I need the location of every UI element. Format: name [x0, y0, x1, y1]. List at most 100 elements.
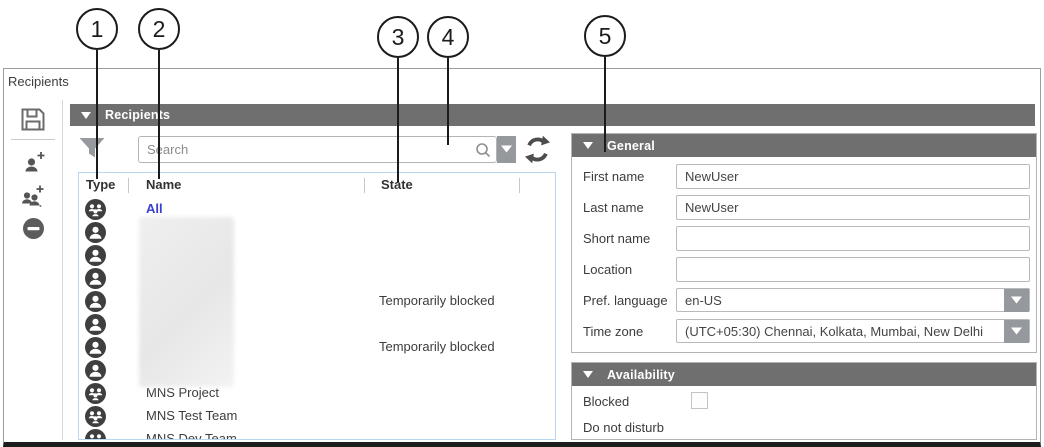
redacted-names-region	[139, 217, 234, 387]
availability-panel-header[interactable]: Availability	[572, 363, 1036, 386]
search-area	[138, 136, 516, 163]
list-item[interactable]	[79, 221, 555, 244]
availability-panel: Availability Blocked Do not disturb	[571, 362, 1037, 440]
block-button[interactable]	[22, 217, 45, 245]
callout-line-1	[96, 50, 98, 179]
field-label: Time zone	[583, 324, 644, 339]
person-icon	[85, 268, 106, 289]
search-icon	[475, 142, 492, 164]
person-icon	[85, 314, 106, 335]
field-input-box[interactable]	[676, 257, 1030, 282]
toolbar-divider	[11, 139, 55, 140]
form-field-row: Time zone	[572, 319, 1036, 345]
recipient-name: All	[146, 201, 163, 216]
field-dropdown-button[interactable]	[1004, 289, 1029, 312]
list-item[interactable]: All	[79, 198, 555, 221]
blocked-label: Blocked	[583, 394, 630, 409]
list-item[interactable]	[79, 359, 555, 382]
add-user-button[interactable]	[22, 150, 47, 180]
field-dropdown-button[interactable]	[1004, 320, 1029, 343]
field-input-box[interactable]	[676, 288, 1030, 312]
recipient-name: MNS Test Team	[146, 408, 238, 423]
window-title: Recipients	[8, 74, 69, 89]
add-user-icon	[22, 152, 47, 179]
field-input[interactable]	[685, 228, 995, 249]
column-separator	[128, 178, 129, 193]
field-input[interactable]	[685, 197, 995, 218]
field-input-box[interactable]	[676, 319, 1030, 343]
add-group-icon	[19, 185, 48, 213]
recipients-table: Type Name State All	[78, 172, 556, 440]
field-label: Pref. language	[583, 293, 668, 308]
field-input-box[interactable]	[676, 195, 1030, 220]
list-item[interactable]: MNS Test Team	[79, 405, 555, 428]
general-panel-title: General	[607, 138, 655, 153]
callout-5: 5	[584, 15, 626, 57]
column-header-name: Name	[146, 177, 182, 192]
toolbar-content-divider	[62, 100, 63, 440]
refresh-button[interactable]	[522, 134, 553, 170]
recipients-section-title: Recipients	[105, 108, 171, 122]
filter-button[interactable]	[78, 136, 106, 169]
add-group-button[interactable]	[19, 183, 48, 214]
group-icon	[85, 406, 106, 427]
list-item[interactable]: Temporarily blocked	[79, 290, 555, 313]
list-item[interactable]	[79, 267, 555, 290]
recipient-state: Temporarily blocked	[379, 293, 495, 308]
field-label: Short name	[583, 231, 651, 246]
recipients-rows: All	[79, 198, 555, 440]
field-input[interactable]	[685, 290, 995, 311]
form-field-row: Pref. language	[572, 288, 1036, 314]
table-header: Type Name State	[79, 173, 555, 197]
field-input-box[interactable]	[676, 164, 1030, 189]
dropdown-icon	[1010, 323, 1023, 341]
recipient-name: MNS Dev Team	[146, 431, 237, 440]
field-label: Location	[583, 262, 633, 277]
list-item[interactable]: MNS Project	[79, 382, 555, 405]
do-not-disturb-label: Do not disturb	[583, 420, 664, 435]
group-icon	[85, 383, 106, 404]
recipients-section-header[interactable]: Recipients	[70, 104, 1035, 126]
field-input[interactable]	[685, 321, 995, 342]
callout-4: 4	[427, 16, 469, 58]
recipient-state: Temporarily blocked	[379, 339, 495, 354]
list-item[interactable]: MNS Dev Team	[79, 428, 555, 440]
collapse-triangle-icon	[583, 371, 593, 378]
search-box[interactable]	[138, 136, 497, 163]
callout-line-5	[604, 57, 606, 152]
general-panel-header[interactable]: General	[572, 134, 1036, 157]
save-icon	[19, 108, 47, 137]
form-field-row: Short name	[572, 226, 1036, 252]
save-button[interactable]	[19, 106, 47, 138]
person-icon	[85, 360, 106, 381]
search-input[interactable]	[147, 138, 467, 161]
column-separator	[519, 178, 520, 193]
field-input[interactable]	[685, 166, 995, 187]
refresh-icon	[522, 135, 553, 169]
person-icon	[85, 222, 106, 243]
person-icon	[85, 291, 106, 312]
callout-line-4	[447, 58, 449, 145]
dropdown-icon	[1010, 292, 1023, 310]
list-item[interactable]	[79, 244, 555, 267]
column-separator	[364, 178, 365, 193]
callout-1: 1	[76, 8, 118, 50]
search-options-dropdown-button[interactable]	[497, 136, 516, 163]
list-item[interactable]	[79, 313, 555, 336]
blocked-checkbox[interactable]	[691, 392, 708, 409]
callout-line-3	[397, 58, 399, 182]
general-panel: General First name Last name Short name …	[571, 133, 1037, 353]
person-icon	[85, 245, 106, 266]
group-icon	[85, 199, 106, 220]
list-item[interactable]: Temporarily blocked	[79, 336, 555, 359]
field-input-box[interactable]	[676, 226, 1030, 251]
field-input[interactable]	[685, 259, 995, 280]
person-icon	[85, 337, 106, 358]
collapse-triangle-icon	[81, 111, 91, 119]
dropdown-icon	[500, 141, 513, 159]
recipient-name: MNS Project	[146, 385, 219, 400]
form-field-row: Location	[572, 257, 1036, 283]
callout-3: 3	[377, 16, 419, 58]
filter-funnel-icon	[78, 138, 106, 168]
form-field-row: Last name	[572, 195, 1036, 221]
